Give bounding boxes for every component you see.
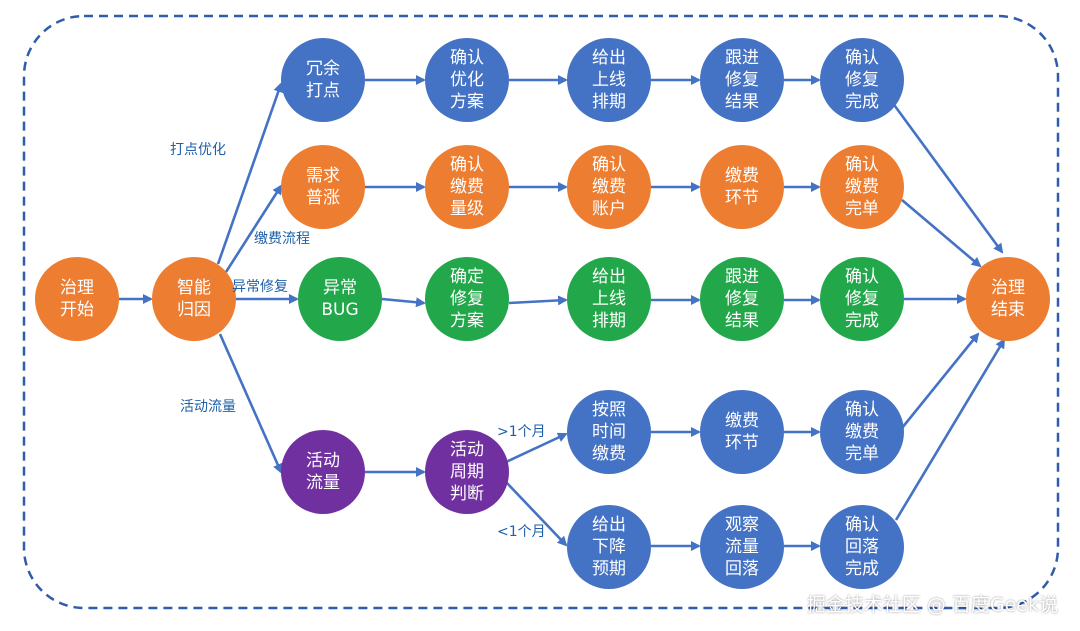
flow-arrow (505, 432, 568, 464)
node-confirm-fallback: 确认 回落 完成 (820, 505, 904, 589)
flow-arrow (900, 332, 980, 429)
node-redundant-tracking: 冗余 打点 (281, 38, 365, 122)
label-activity-traffic: 活动流量 (180, 399, 236, 415)
node-confirm-fee-done-2: 确认 缴费 完单 (820, 390, 904, 474)
label-fee-flow: 缴费流程 (254, 231, 310, 247)
node-demand-rise: 需求 普涨 (281, 145, 365, 229)
node-end: 治理 结束 (966, 257, 1050, 341)
flow-arrow (901, 199, 982, 268)
node-confirm-fee-account: 确认 缴费 账户 (567, 145, 651, 229)
node-confirm-fix-2: 确认 修复 完成 (820, 257, 904, 341)
flow-arrow (505, 481, 568, 547)
node-cycle-judge: 活动 周期 判断 (425, 430, 509, 514)
node-activity-traffic: 活动 流量 (281, 430, 365, 514)
node-track-fix-2: 跟进 修复 结果 (700, 257, 784, 341)
node-observe-traffic: 观察 流量 回落 (700, 505, 784, 589)
flow-arrow (218, 333, 283, 474)
label-over-one-month: >1个月 (497, 424, 546, 440)
node-schedule-release-2: 给出 上线 排期 (567, 257, 651, 341)
node-fee-stage-2: 缴费 环节 (700, 390, 784, 474)
watermark: 掘金技术社区 @ 百度Geek说 (806, 594, 1058, 616)
node-start: 治理 开始 (35, 257, 119, 341)
node-schedule-release-1: 给出 上线 排期 (567, 38, 651, 122)
flow-arrow (894, 338, 1006, 521)
node-confirm-fee-level: 确认 缴费 量级 (425, 145, 509, 229)
flow-arrow (216, 82, 284, 265)
node-confirm-fix-1: 确认 修复 完成 (820, 38, 904, 122)
flow-arrow (381, 297, 426, 308)
node-confirm-optimize: 确认 优化 方案 (425, 38, 509, 122)
label-under-one-month: <1个月 (497, 524, 546, 540)
node-attribution: 智能 归因 (152, 257, 236, 341)
dashed-frame (22, 14, 1060, 610)
node-confirm-fix-plan: 确定 修复 方案 (425, 257, 509, 341)
node-fee-stage-1: 缴费 环节 (700, 145, 784, 229)
label-abnormal-fix: 异常修复 (232, 279, 288, 295)
label-tracking-optimize: 打点优化 (170, 142, 226, 158)
node-pay-by-time: 按照 时间 缴费 (567, 390, 651, 474)
flow-arrow (890, 101, 1004, 254)
node-track-fix-1: 跟进 修复 结果 (700, 38, 784, 122)
node-anomaly-bug: 异常 BUG (298, 257, 382, 341)
flow-arrow (224, 184, 283, 273)
node-give-decline: 给出 下降 预期 (567, 505, 651, 589)
node-confirm-fee-done-1: 确认 缴费 完单 (820, 145, 904, 229)
flow-arrow (508, 295, 568, 306)
